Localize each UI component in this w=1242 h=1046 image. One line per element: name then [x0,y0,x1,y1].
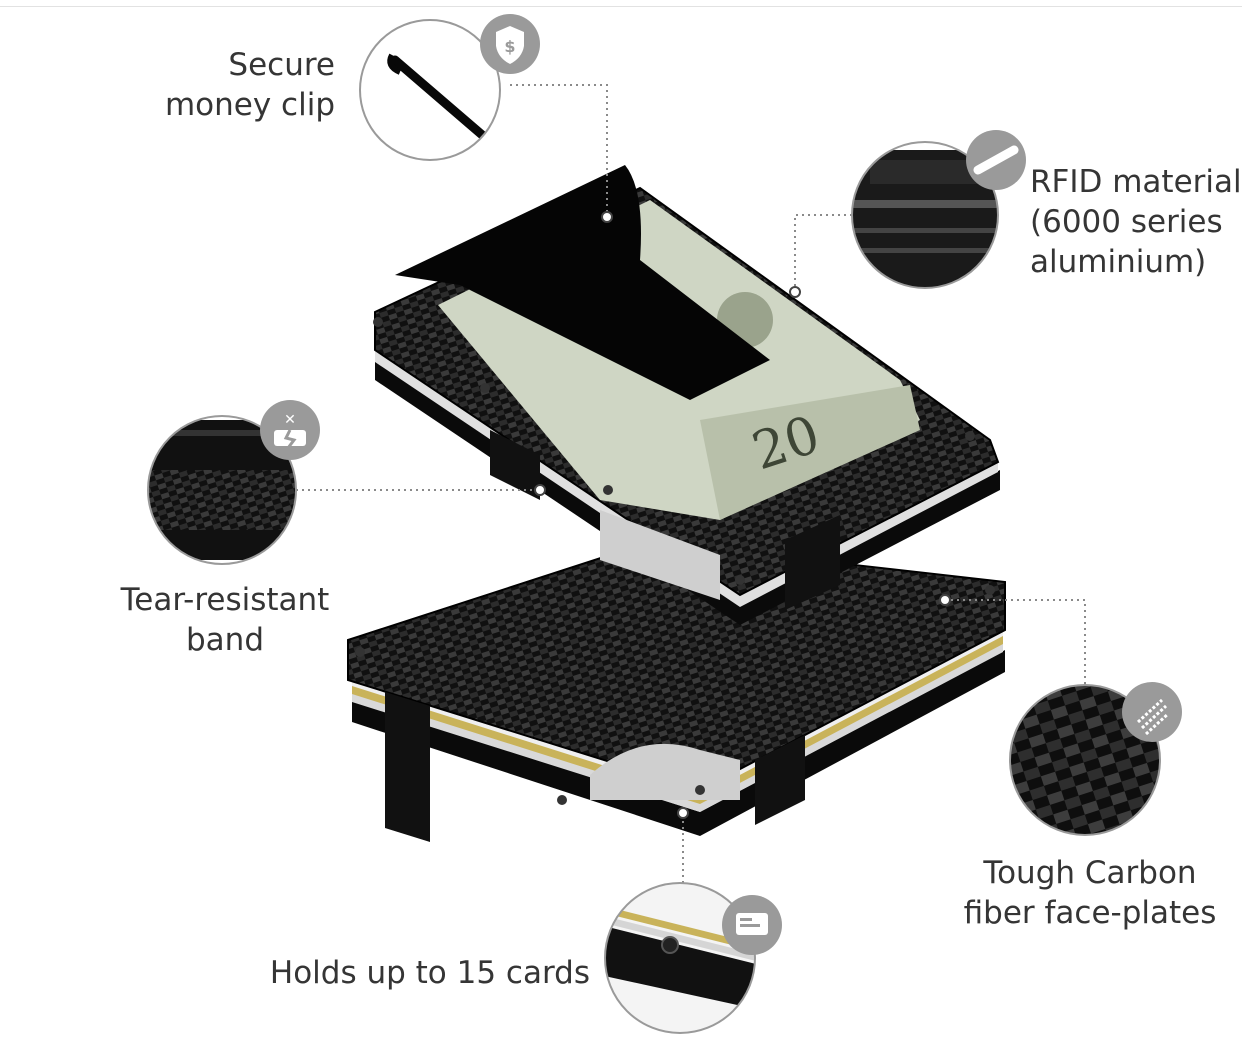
label-money-clip: Secure money clip [120,45,335,125]
callout-band: ✕ [147,400,320,565]
slash-circle-icon [966,130,1026,190]
shield-dollar-icon: $ [480,14,540,74]
callout-cards [604,882,782,1034]
callout-rfid [851,130,1026,289]
callout-money-clip: $ [359,14,540,161]
lower-wallet [347,540,1006,842]
anchor-dot-clip [601,211,613,223]
label-cards-line1: Holds up to 15 cards [269,955,590,991]
label-band-line1: Tear-resistant [120,582,330,618]
label-cards: Holds up to 15 cards [260,953,590,993]
anchor-dot-carbon [939,594,951,606]
anchor-dot-band [534,484,546,496]
callout-carbon [1009,682,1182,836]
label-rfid: RFID material (6000 series aluminium) [1030,162,1242,282]
label-money-clip-line2: money clip [164,87,335,123]
label-rfid-line3: aluminium) [1030,244,1207,280]
card-icon [722,895,782,955]
label-rfid-line1: RFID material [1030,164,1242,200]
top-divider [0,6,1242,7]
svg-text:✕: ✕ [284,412,296,428]
label-money-clip-line1: Secure [228,47,335,83]
tear-band-icon: ✕ [260,400,320,460]
weave-icon [1122,682,1182,742]
callout-connectors [296,84,1086,883]
label-carbon: Tough Carbon fiber face-plates [960,853,1220,933]
label-band-line2: band [186,622,264,658]
anchor-dot-cards [677,807,689,819]
anchor-dot-rfid [789,286,801,298]
svg-text:$: $ [504,37,515,56]
label-band: Tear-resistant band [110,580,340,660]
label-carbon-line1: Tough Carbon [983,855,1197,891]
label-rfid-line2: (6000 series [1030,204,1223,240]
upper-wallet: 20 [373,165,1000,625]
label-carbon-line2: fiber face-plates [963,895,1217,931]
